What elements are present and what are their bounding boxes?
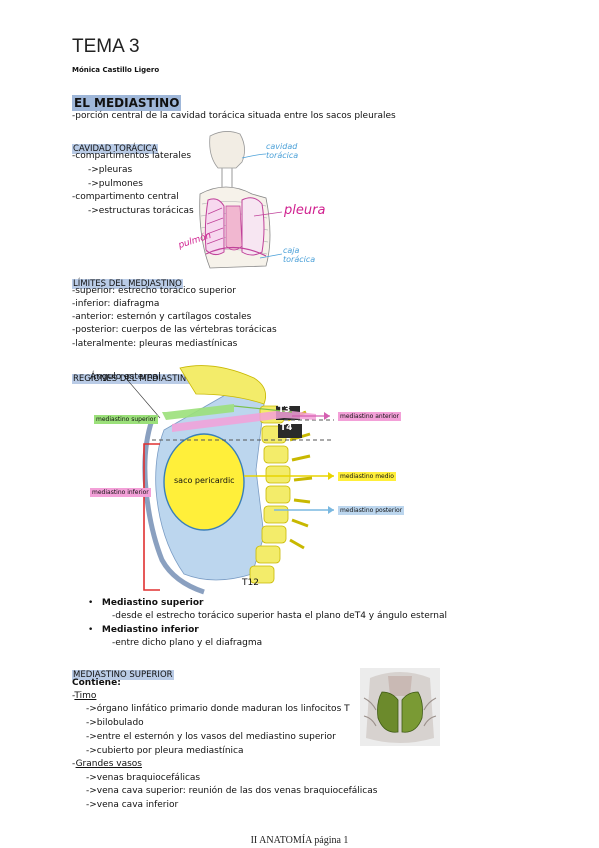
list-item: ->pleuras: [88, 165, 133, 175]
bullet-desc: -desde el estrecho torácico superior has…: [112, 611, 448, 621]
contiene-label: Contiene:: [72, 678, 121, 688]
label-caja-toracica: caja torácica: [283, 246, 316, 264]
label-mediastino-medio: mediastino medio: [338, 472, 396, 481]
subheading-grandes-vasos: -Grandes vasos: [72, 759, 142, 769]
label-pleura: pleura: [284, 203, 326, 218]
label-saco-pericardic: saco pericardic: [174, 476, 235, 485]
section-heading-mediastino: EL MEDIASTINO: [72, 95, 182, 111]
list-item: -compartimento central: [72, 192, 179, 202]
subheading-timo: -Timo: [72, 691, 97, 701]
list-item: -superior: estrecho torácico superior: [72, 286, 236, 296]
label-mediastino-inferior: mediastino inferior: [90, 488, 151, 497]
label-mediastino-superior: mediastino superior: [94, 415, 158, 424]
label-t3: T3: [278, 405, 291, 415]
label-t4: T4: [280, 423, 293, 433]
section-heading-mediastino-superior: MEDIASTINO SUPERIOR: [72, 670, 174, 680]
list-item: ->estructuras torácicas: [88, 206, 194, 216]
section-heading-limites: LÍMITES DEL MEDIASTINO: [72, 279, 183, 289]
label-angulo-esternal: Ángulo esternal: [90, 372, 161, 382]
page-footer: II ANATOMÍA página 1: [250, 835, 349, 846]
mediastinum-regions-diagram: [123, 365, 334, 595]
list-item: -anterior: esternón y cartílagos costale…: [72, 312, 252, 322]
list-item: -posterior: cuerpos de las vértebras tor…: [72, 325, 277, 335]
list-item: ->órgano linfático primario donde madura…: [86, 704, 350, 714]
thoracic-cavity-illustration: [199, 131, 283, 269]
list-item: ->cubierto por pleura mediastínica: [86, 746, 244, 756]
author-name: Mónica Castillo Ligero: [72, 66, 160, 74]
list-item: ->vena cava superior: reunión de las dos…: [86, 786, 378, 796]
label-cavidad-toracica: cavidad torácica: [266, 142, 299, 160]
list-item: -inferior: diafragma: [72, 299, 160, 309]
list-item: -compartimentos laterales: [72, 151, 192, 161]
list-item: ->bilobulado: [86, 718, 144, 728]
label-mediastino-anterior: mediastino anterior: [338, 412, 402, 421]
list-item: ->entre el esternón y los vasos del medi…: [86, 732, 336, 742]
list-item: ->vena cava inferior: [86, 800, 179, 810]
list-item: ->pulmones: [88, 179, 143, 189]
section-heading-cavidad: CAVIDAD TORÁCICA: [72, 144, 159, 154]
mediastino-definition: -porción central de la cavidad torácica …: [72, 111, 396, 121]
bullet-mediastino-inferior: • Mediastino inferior: [88, 625, 199, 635]
list-item: ->venas braquiocefálicas: [86, 773, 201, 783]
label-mediastino-posterior: mediastino posterior: [338, 506, 405, 515]
bullet-mediastino-superior: • Mediastino superior: [88, 598, 204, 608]
section-heading-regiones: REGIONES DEL MEDIASTINO: [72, 374, 194, 384]
thymus-illustration: [360, 668, 440, 746]
bullet-desc: -entre dicho plano y el diafragma: [112, 638, 263, 648]
label-t12: T12: [242, 578, 259, 588]
page-title: TEMA 3: [72, 36, 140, 57]
list-item: -lateralmente: pleuras mediastínicas: [72, 339, 238, 349]
